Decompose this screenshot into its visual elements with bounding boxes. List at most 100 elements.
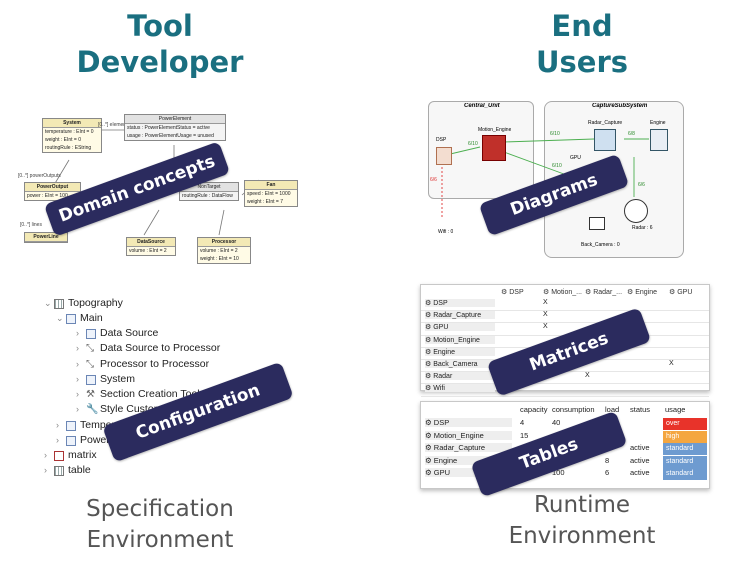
uml-class-title: PowerOutput	[25, 183, 80, 192]
uml-relation-label: [0..*] powerOutputs	[18, 173, 61, 179]
domain-model-panel: System temperature : EInt = 0 weight : E…	[14, 100, 304, 265]
table-row-header: ⚙ Engine	[425, 455, 512, 465]
tree-item-main[interactable]: ⌄Main	[56, 311, 103, 326]
wrench-icon: 🔧	[86, 403, 99, 415]
chevron-right-icon[interactable]: ›	[44, 465, 47, 475]
chevron-right-icon[interactable]: ›	[76, 404, 79, 414]
tree-item-table[interactable]: ›table	[44, 463, 91, 478]
chevron-right-icon[interactable]: ›	[76, 374, 79, 384]
chevron-right-icon[interactable]: ›	[44, 450, 47, 460]
env-line-1: Runtime	[533, 492, 631, 518]
tree-item-topography[interactable]: ⌄ Topography	[44, 296, 123, 311]
tree-item-data-source[interactable]: ›Data Source	[76, 326, 158, 341]
matrix-col-header: ⚙ Motion_...	[543, 289, 582, 296]
chevron-right-icon[interactable]: ›	[76, 343, 79, 353]
tree-item-section-creation-tools[interactable]: ›⚒Section Creation Tools	[76, 387, 205, 402]
heading-line-2: Developer	[76, 45, 244, 79]
uml-relation-label: [0..*] elements	[98, 122, 130, 128]
matrix-col-header: ⚙ DSP	[501, 289, 524, 296]
tree-item-processor-to-processor[interactable]: › ⤡ Processor to Processor	[76, 357, 209, 372]
tree-item-label: Topography	[68, 297, 123, 309]
uml-class-title: DataSource	[127, 238, 175, 247]
tree-item-label: Processor to Processor	[100, 358, 210, 370]
camera-node[interactable]	[589, 217, 605, 230]
uml-attr: routingRule : DataFlow	[182, 193, 233, 199]
uml-class-power-element: PowerElement status : PowerElementStatus…	[124, 114, 226, 141]
tree-item-power[interactable]: › Power	[56, 433, 110, 448]
table-cell: 6	[605, 468, 610, 477]
matrix-row-header: ⚙ GPU	[425, 323, 495, 332]
node-label: Back_Camera : 0	[581, 242, 620, 248]
chevron-down-icon[interactable]: ⌄	[44, 298, 52, 308]
tree-item-label: Data Source to Processor	[100, 342, 221, 354]
radar-node[interactable]	[624, 199, 648, 223]
chevron-right-icon[interactable]: ›	[76, 359, 79, 369]
tree-item-data-source-to-processor[interactable]: ›⤡Data Source to Processor	[76, 341, 220, 356]
diagram-icon	[66, 435, 76, 446]
usage-pill: standard	[663, 468, 707, 480]
matrix-col-header: ⚙ Radar_...	[585, 289, 623, 296]
chevron-right-icon[interactable]: ›	[56, 420, 59, 430]
table-icon	[54, 465, 64, 476]
chevron-down-icon[interactable]: ⌄	[56, 313, 64, 323]
matrix-row-header: ⚙ Radar	[425, 372, 495, 381]
uml-relation-label: [0..*] lines	[20, 222, 42, 228]
table-col-header: load	[605, 405, 620, 414]
table-row-header: ⚙ Motion_Engine	[425, 430, 512, 440]
uml-attr: weight : EInt = 0	[45, 137, 81, 143]
matrix-row-divider	[421, 395, 709, 397]
diagram-icon	[66, 313, 76, 324]
uml-class-title: Fan	[245, 181, 297, 190]
matrix-row-divider	[421, 383, 709, 385]
node-label: Motion_Engine	[478, 127, 512, 133]
uml-attr: usage : PowerElementUsage = unused	[127, 133, 214, 139]
motion-engine-node[interactable]	[482, 135, 506, 161]
node-icon	[86, 328, 96, 339]
matrix-row-header: ⚙ Radar_Capture	[425, 311, 495, 320]
table-col-header: usage	[665, 405, 686, 414]
usage-pill: standard	[663, 443, 707, 455]
table-cell: 100	[552, 468, 565, 477]
diagram-icon	[66, 420, 76, 431]
radar-capture-node[interactable]	[594, 129, 616, 151]
table-cell: 4	[520, 418, 525, 427]
container-title: Central_Unit	[464, 103, 500, 109]
uml-attr: speed : EInt = 1000	[247, 191, 291, 197]
uml-class-fan: Fan speed : EInt = 1000 weight : EInt = …	[244, 180, 298, 207]
matrix-mark: X	[669, 360, 674, 367]
matrix-row-header: ⚙ Motion_Engine	[425, 335, 495, 344]
specification-environment-label: Specification Environment	[40, 494, 280, 556]
matrix-row-header: ⚙ Wifi	[425, 384, 495, 393]
table-cell: 15	[520, 430, 529, 440]
tree-item-matrix[interactable]: ›matrix	[44, 448, 97, 463]
table-cell: active	[630, 468, 650, 477]
chevron-right-icon[interactable]: ›	[76, 389, 79, 399]
usage-pill: over	[663, 418, 707, 430]
uml-attr: weight : EInt = 7	[247, 199, 283, 205]
table-cell: active	[630, 443, 650, 452]
tree-item-system[interactable]: ›System	[76, 372, 135, 387]
edge-icon: ⤡	[86, 358, 94, 370]
chevron-right-icon[interactable]: ›	[56, 435, 59, 445]
table-cell: active	[630, 455, 650, 465]
heading-line-1: Tool	[127, 9, 193, 43]
usage-pill: high	[663, 430, 707, 443]
uml-class-processor: Processor volume : EInt = 2 weight : EIn…	[197, 237, 251, 264]
matrix-row-divider	[421, 310, 709, 312]
engine-node[interactable]	[650, 129, 668, 151]
chevron-right-icon[interactable]: ›	[76, 328, 79, 338]
matrix-icon	[54, 450, 64, 461]
tree-item-label: Power	[80, 434, 110, 446]
node-label: Wifi : 0	[438, 229, 454, 235]
edge-label: 6/6	[638, 182, 645, 188]
node-label: GPU	[570, 155, 581, 161]
dsp-node[interactable]	[436, 147, 452, 165]
matrix-row-header: ⚙ Engine	[425, 347, 495, 356]
env-line-2: Environment	[508, 523, 656, 549]
uml-class-data-source: DataSource volume : EInt = 2	[126, 237, 176, 256]
matrix-mark: X	[543, 299, 548, 306]
matrix-row-header: ⚙ Back_Camera	[425, 360, 495, 368]
table-col-header: capacity	[520, 405, 548, 414]
matrix-row-header: ⚙ DSP	[425, 299, 495, 307]
